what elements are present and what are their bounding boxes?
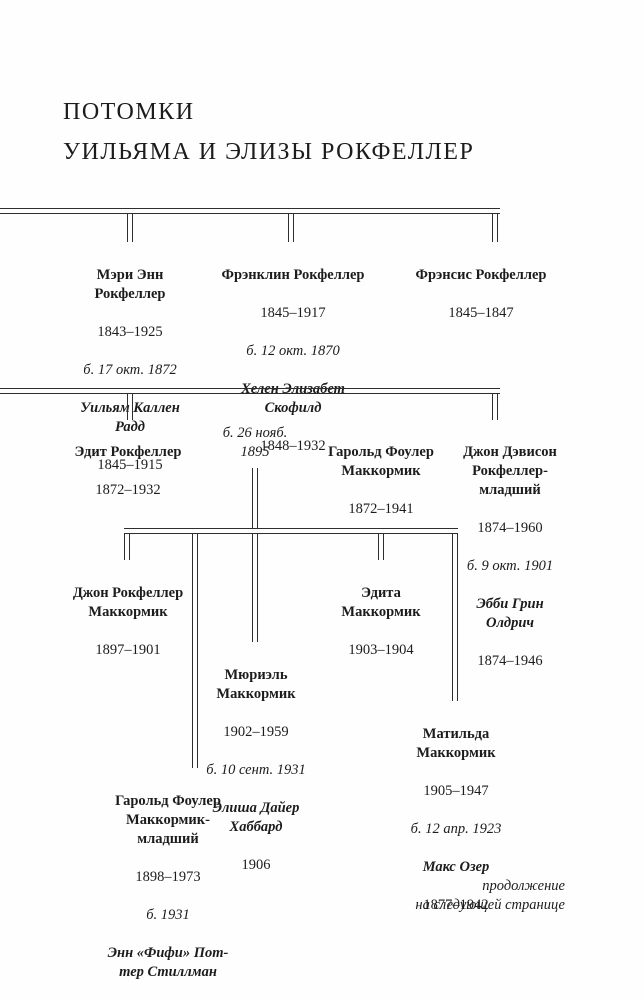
marriage-date: б. 1931 <box>146 907 190 923</box>
spouse-name: Эбби Грин Олдрич <box>476 596 544 631</box>
gen1-drop-mary-ann <box>127 214 133 242</box>
marriage-date: б. 12 окт. 1870 <box>246 343 340 359</box>
person-name: Эдит Рокфеллер <box>74 444 182 460</box>
spouse-dates: 1845–1915 <box>97 457 163 473</box>
person-harold-fowler-mccormick-jr: Гарольд Фоулер Маккормик- младший 1898–1… <box>108 773 229 1000</box>
person-john-d-rockefeller-jr: Джон Дэвисон Рокфеллер- младший 1874–196… <box>463 424 557 690</box>
person-editha-mccormick: Эдита Маккормик 1903–1904 <box>341 565 420 679</box>
marriage-date: б. 12 апр. 1923 <box>410 821 502 837</box>
marriage-date-edith-harold: б. 26 нояб. 1895 <box>222 425 288 460</box>
person-name: Фрэнклин Рокфеллер <box>221 267 365 283</box>
spouse-name: Элиша Дайер Хаббард <box>212 800 300 835</box>
marriage-date: б. 17 окт. 1872 <box>83 362 177 378</box>
gen3-drop-muriel <box>252 534 258 642</box>
marriage-date: б. 9 окт. 1901 <box>466 558 554 574</box>
person-name: Мюриэль Маккормик <box>216 667 296 702</box>
person-name: Джон Дэвисон Рокфеллер- младший <box>463 444 557 498</box>
person-name: Эдита Маккормик <box>341 585 421 620</box>
gen2-drop-john-jr <box>492 394 498 420</box>
spouse-name: Макс Озер <box>422 859 490 875</box>
person-mary-ann-rockefeller: Мэри Энн Рокфеллер 1843–1925 б. 17 окт. … <box>80 247 179 494</box>
person-dates: 1897–1901 <box>95 642 161 658</box>
person-frances-rockefeller: Фрэнсис Рокфеллер 1845–1847 <box>416 247 547 342</box>
gen3-drop-mathilde <box>452 534 458 701</box>
person-name: Матильда Маккормик <box>416 726 496 761</box>
spouse-dates: 1848–1932 <box>260 438 326 454</box>
person-dates: 1872–1941 <box>348 501 414 517</box>
gen1-drop-frances <box>492 214 498 242</box>
person-name: Мэри Энн Рокфеллер <box>94 267 166 302</box>
gen3-drop-harold-jr <box>192 534 198 768</box>
person-dates: 1905–1947 <box>423 783 489 799</box>
gen3-drop-john-mccormick <box>124 534 130 560</box>
person-dates: 1874–1960 <box>477 520 543 536</box>
person-dates: 1843–1925 <box>97 324 163 340</box>
person-dates: 1845–1847 <box>448 305 514 321</box>
spouse-dates: 1906 <box>241 857 271 873</box>
person-name: Гарольд Фоулер Маккормик- младший <box>115 793 221 847</box>
spouse-name: Уильям Каллен Радд <box>80 400 180 435</box>
person-muriel-mccormick: Мюриэль Маккормик 1902–1959 б. 10 сент. … <box>206 647 305 894</box>
person-mathilde-mccormick: Матильда Маккормик 1905–1947 б. 12 апр. … <box>411 706 502 934</box>
marriage-date: б. 10 сент. 1931 <box>206 762 306 778</box>
spouse-name: Хелен Элизабет Скофилд <box>241 381 345 416</box>
spouse-dates: 1877–1942 <box>423 897 489 913</box>
person-name: Фрэнсис Рокфеллер <box>415 267 547 283</box>
person-edith-rockefeller: Эдит Рокфеллер 1872–1932 <box>75 424 182 519</box>
gen3-drop-editha <box>378 534 384 560</box>
person-john-rockefeller-mccormick: Джон Рокфеллер Маккормик 1897–1901 <box>73 565 183 679</box>
gen1-drop-franklin <box>288 214 294 242</box>
gen3-sibling-line <box>124 528 458 534</box>
spouse-dates: 1874–1946 <box>477 653 543 669</box>
person-dates: 1872–1932 <box>95 482 161 498</box>
person-harold-fowler-mccormick: Гарольд Фоулер Маккормик 1872–1941 <box>328 424 434 538</box>
person-dates: 1845–1917 <box>260 305 326 321</box>
gen2-drop-edith <box>127 394 133 420</box>
gen2-sibling-line <box>0 388 500 394</box>
page-title: ПОТОМКИ УИЛЬЯМА И ЭЛИЗЫ РОКФЕЛЛЕР <box>63 99 475 165</box>
person-dates: 1903–1904 <box>348 642 414 658</box>
person-dates: 1902–1959 <box>223 724 289 740</box>
person-name: Гарольд Фоулер Маккормик <box>328 444 434 479</box>
gen1-sibling-line <box>0 208 500 214</box>
marriage-descent-line <box>252 468 258 528</box>
spouse-name: Энн «Фифи» Пот- тер Стиллман <box>107 945 229 980</box>
person-dates: 1898–1973 <box>135 869 201 885</box>
continuation-note: продолжение на следующей странице <box>415 878 565 913</box>
person-name: Джон Рокфеллер Маккормик <box>72 585 184 620</box>
